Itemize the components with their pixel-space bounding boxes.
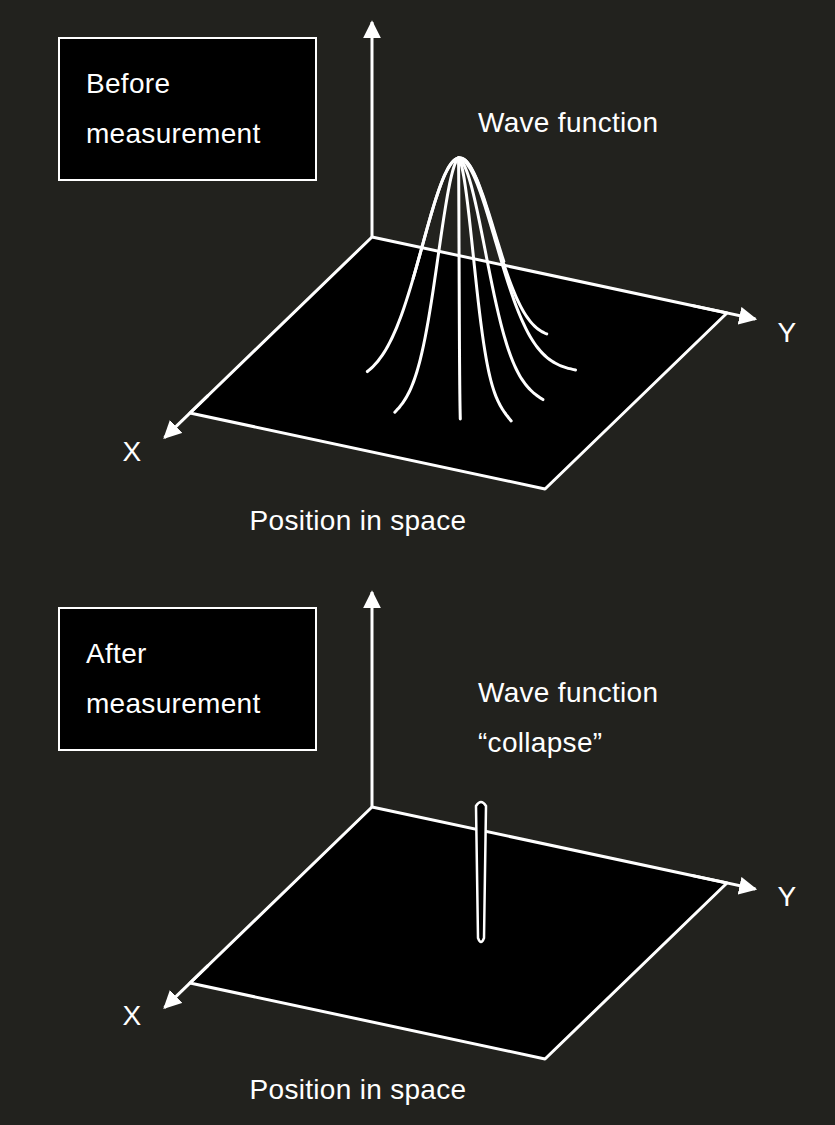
label-box: After measurement: [58, 607, 317, 751]
wave-label: Wave function “collapse”: [478, 668, 728, 768]
x-axis: [165, 395, 209, 437]
axis-label: Y: [778, 872, 797, 922]
panel-title: After measurement: [86, 629, 289, 729]
vertical-axis: [371, 592, 374, 807]
wave-function-curve: [459, 158, 543, 400]
axis-label: X: [123, 427, 142, 477]
y-axis: [692, 875, 756, 889]
wave-function-curve: [459, 158, 576, 370]
wave-function-curve: [395, 158, 459, 412]
y-axis: [692, 305, 756, 319]
wave-label: Wave function: [478, 98, 658, 148]
x-axis: [165, 965, 209, 1007]
label-box: Before measurement: [58, 37, 317, 181]
wave-function-curve: [459, 158, 461, 419]
wave-function-outline: [413, 158, 504, 279]
collapsed-spike: [476, 802, 486, 942]
position-plane: [190, 807, 727, 1059]
panel-title: Before measurement: [86, 59, 289, 159]
axis-caption: Position in space: [250, 496, 467, 546]
wave-function-curve: [367, 158, 458, 372]
wave-function-curve: [459, 158, 547, 334]
axis-label: Y: [778, 308, 797, 358]
axis-label: X: [123, 991, 142, 1041]
vertical-axis: [371, 22, 374, 237]
axis-caption: Position in space: [250, 1065, 467, 1115]
